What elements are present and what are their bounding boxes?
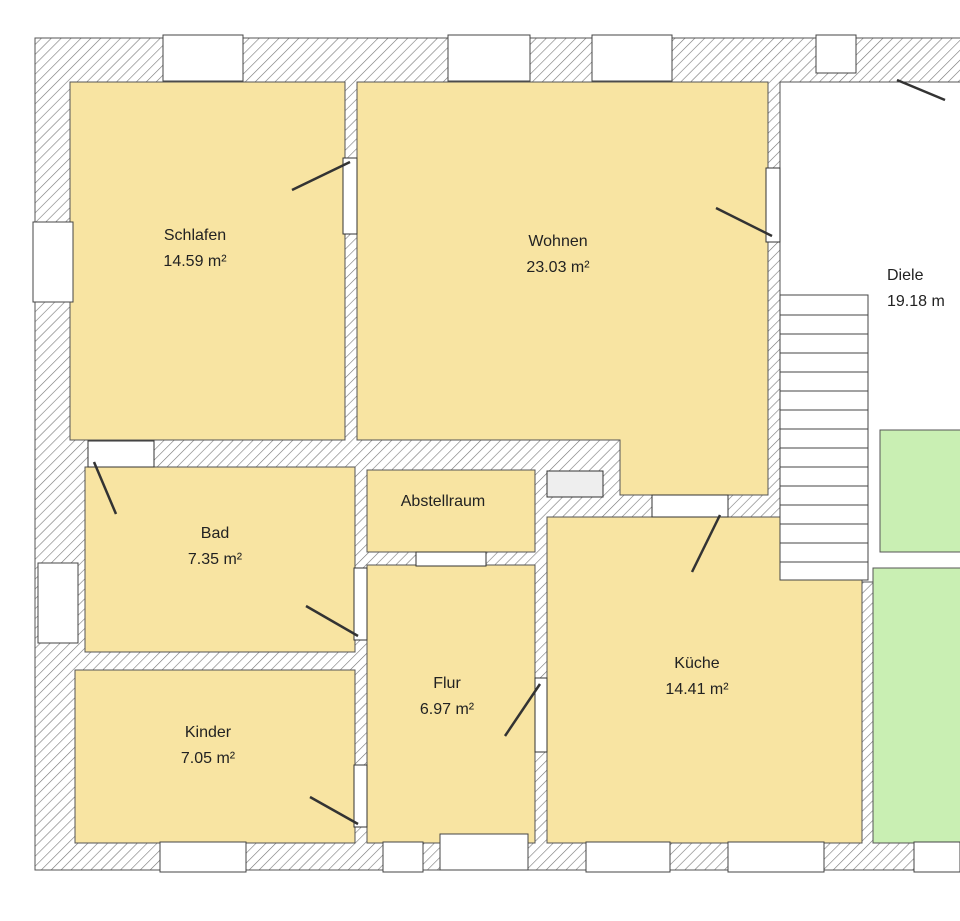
- room-wohnen: [356, 81, 769, 496]
- room-abstellraum: [366, 469, 536, 553]
- garden-lower: [872, 567, 960, 844]
- garden-upper: [879, 429, 960, 553]
- windows: [32, 34, 960, 873]
- staircase: [779, 294, 869, 581]
- room-bad: [84, 466, 356, 653]
- doors: [87, 157, 781, 828]
- room-kinder: [74, 669, 356, 844]
- room-label-abstellraum: Abstellraum: [400, 493, 486, 510]
- door-swings: [92, 78, 946, 826]
- room-schlafen: [69, 81, 346, 441]
